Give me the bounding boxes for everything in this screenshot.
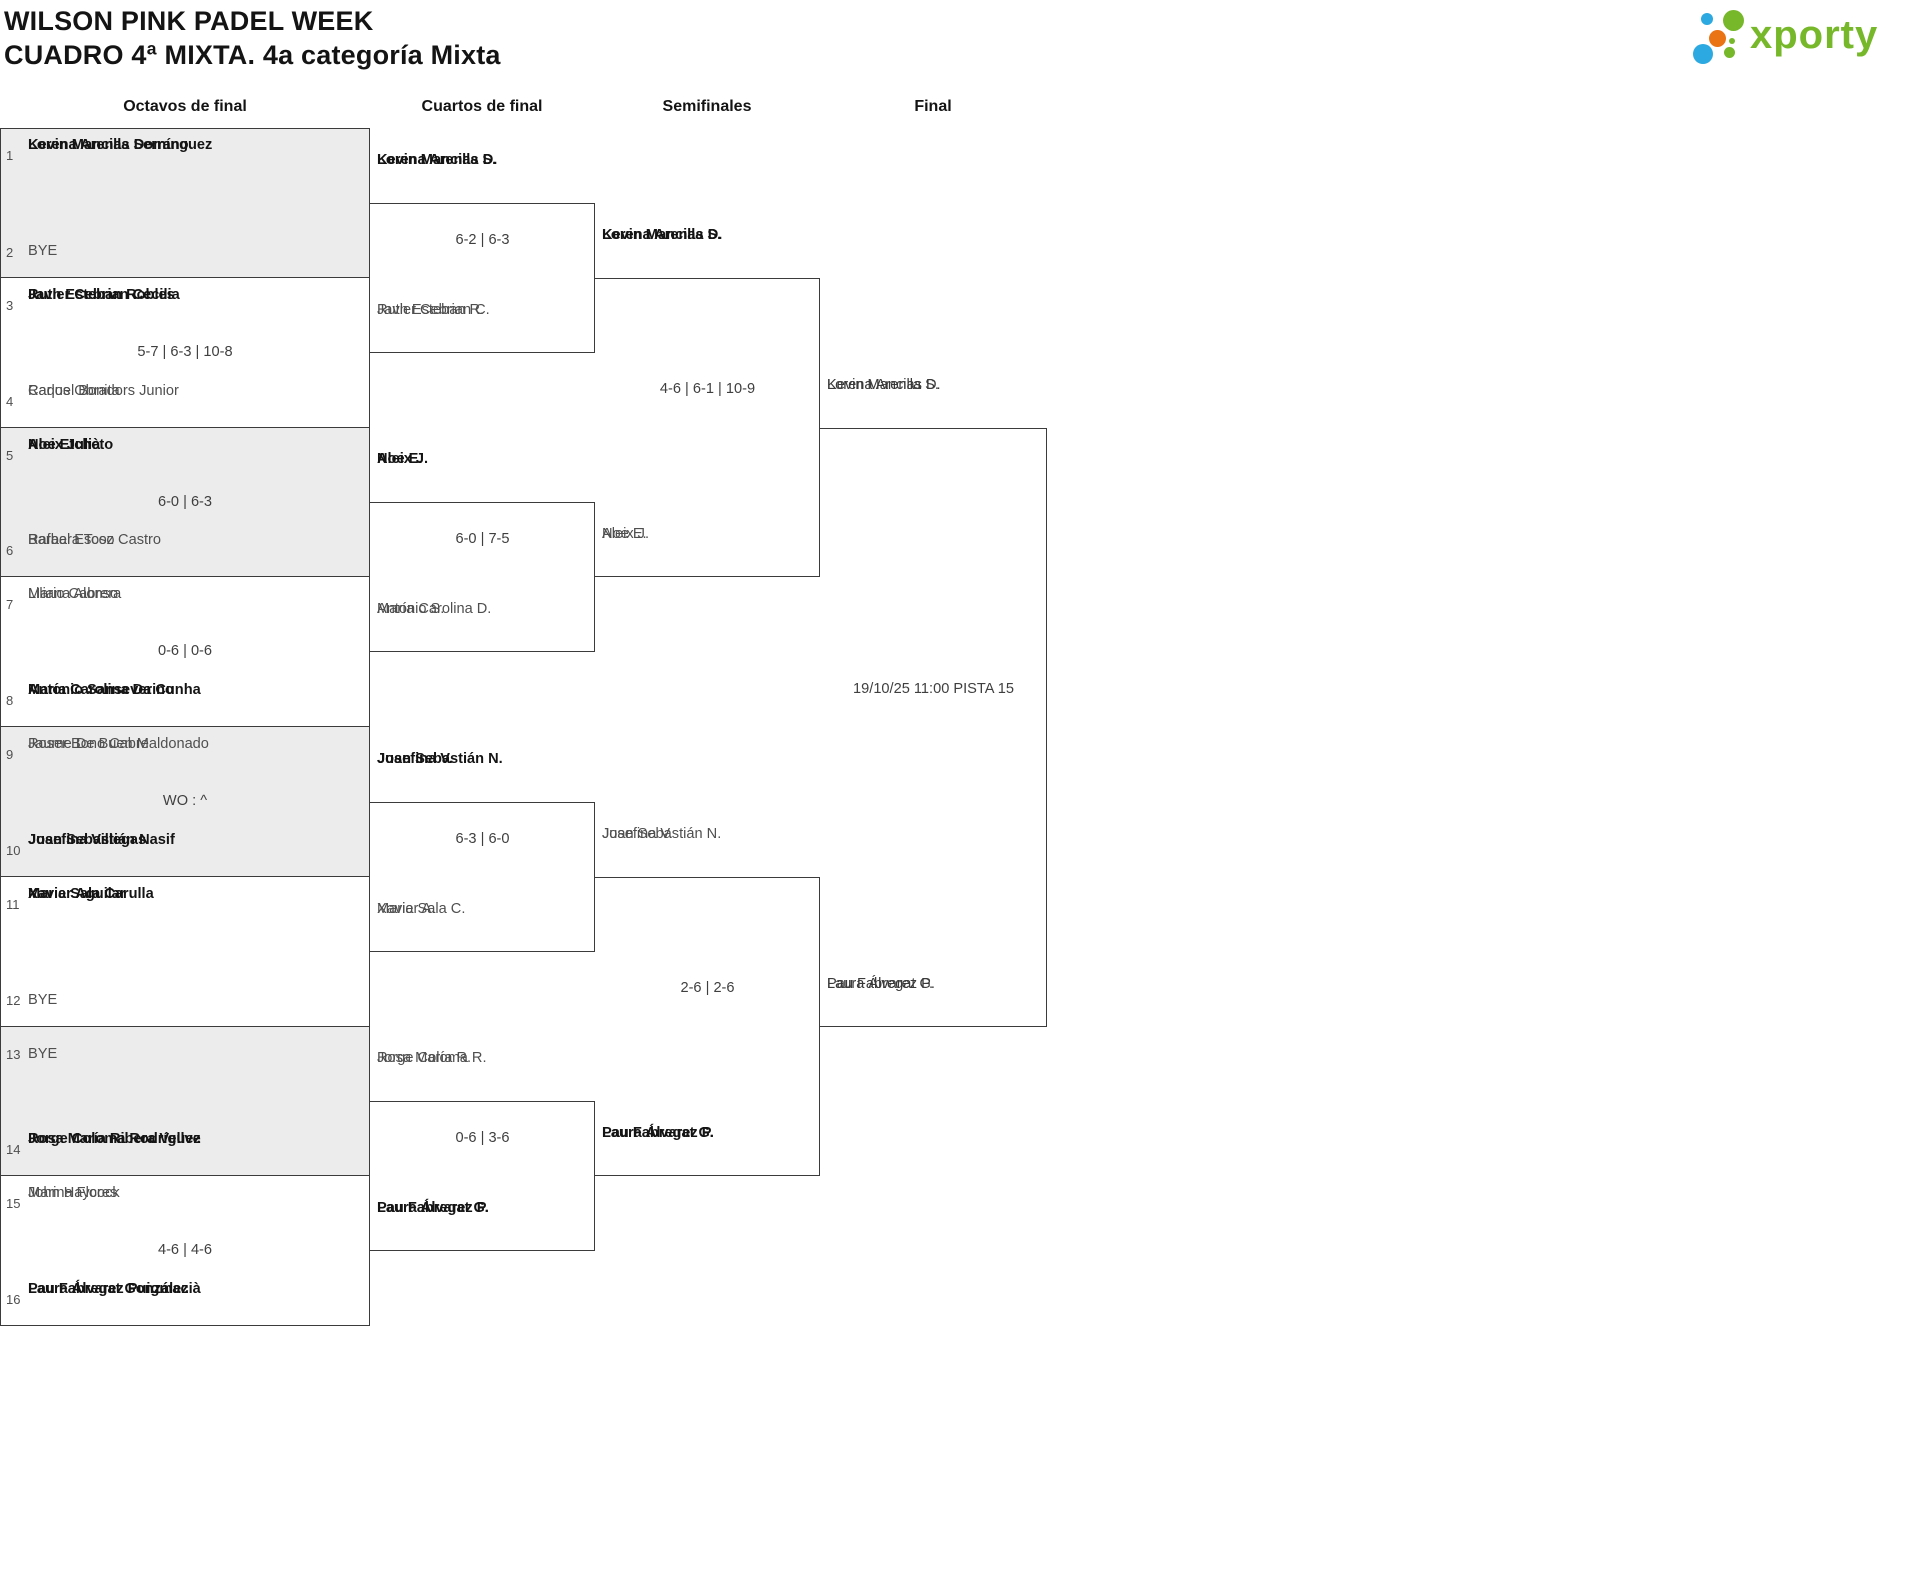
round-header-semifinales: Semifinales bbox=[662, 98, 752, 115]
logo-dot-icon bbox=[1693, 44, 1713, 64]
match-score: 2-6 | 2-6 bbox=[680, 980, 735, 997]
match-score: 6-3 | 6-0 bbox=[455, 830, 510, 847]
seed-number: 13 bbox=[6, 1046, 21, 1062]
seed-number: 11 bbox=[6, 896, 20, 912]
match-score: 5-7 | 6-3 | 10-8 bbox=[137, 343, 233, 360]
seed-number: 4 bbox=[6, 393, 14, 409]
match-score: 6-0 | 7-5 bbox=[455, 531, 510, 547]
round-header-cuartos: Cuartos de final bbox=[421, 98, 543, 115]
seed-number: 3 bbox=[6, 297, 14, 313]
seed-number: 12 bbox=[6, 993, 21, 1009]
logo-dot-icon bbox=[1723, 10, 1744, 31]
seed-number: 9 bbox=[6, 747, 14, 762]
seed-number: 8 bbox=[6, 693, 14, 708]
match-box-semifinal bbox=[595, 876, 820, 1177]
seed-number: 14 bbox=[6, 1142, 21, 1158]
match-score: WO : ^ bbox=[162, 793, 208, 810]
match-box-cuartos bbox=[370, 1101, 595, 1252]
logo-dot-icon bbox=[1729, 38, 1735, 44]
seed-number: 10 bbox=[6, 842, 21, 858]
seed-number: 7 bbox=[6, 597, 14, 613]
match-score: 6-2 | 6-3 bbox=[455, 231, 510, 248]
match-box-octavos bbox=[0, 427, 370, 578]
match-box-cuartos bbox=[370, 801, 595, 952]
match-box-octavos bbox=[0, 577, 370, 727]
final-schedule: 19/10/25 11:00 PISTA 15 bbox=[853, 680, 1014, 697]
match-score: 0-6 | 3-6 bbox=[455, 1130, 510, 1146]
round-header-final: Final bbox=[914, 98, 952, 115]
round-header-octavos: Octavos de final bbox=[123, 98, 247, 115]
seed-number: 6 bbox=[6, 543, 14, 559]
seed-number: 15 bbox=[6, 1196, 21, 1212]
page-title: WILSON PINK PADEL WEEK CUADRO 4ª MIXTA. … bbox=[4, 4, 501, 72]
logo-dot-icon bbox=[1709, 30, 1726, 47]
match-score: 0-6 | 0-6 bbox=[157, 643, 213, 660]
match-box-octavos bbox=[0, 1026, 370, 1177]
seed-number: 2 bbox=[6, 244, 14, 260]
match-box-cuartos bbox=[370, 502, 595, 653]
seed-number: 1 bbox=[6, 148, 14, 163]
logo-dot-icon bbox=[1701, 13, 1713, 25]
tournament-name: WILSON PINK PADEL WEEK bbox=[4, 6, 374, 36]
draw-name: CUADRO 4ª MIXTA. 4a categoría Mixta bbox=[4, 40, 501, 70]
seed-number: 5 bbox=[6, 447, 14, 463]
match-box-octavos bbox=[0, 876, 370, 1027]
match-score: 4-6 | 6-1 | 10-9 bbox=[659, 381, 756, 398]
seed-number: 16 bbox=[6, 1292, 21, 1307]
match-box-octavos bbox=[0, 1176, 370, 1326]
match-score: 6-0 | 6-3 bbox=[157, 493, 213, 510]
logo-dot-icon bbox=[1724, 47, 1735, 58]
match-box-octavos bbox=[0, 727, 370, 877]
match-box-final bbox=[820, 427, 1047, 1027]
match-box-octavos bbox=[0, 128, 370, 278]
match-score: 4-6 | 4-6 bbox=[157, 1242, 213, 1259]
match-box-cuartos bbox=[370, 202, 595, 353]
match-box-semifinal bbox=[595, 277, 820, 578]
logo-wordmark: xporty bbox=[1750, 13, 1879, 57]
match-box-octavos bbox=[0, 277, 370, 428]
